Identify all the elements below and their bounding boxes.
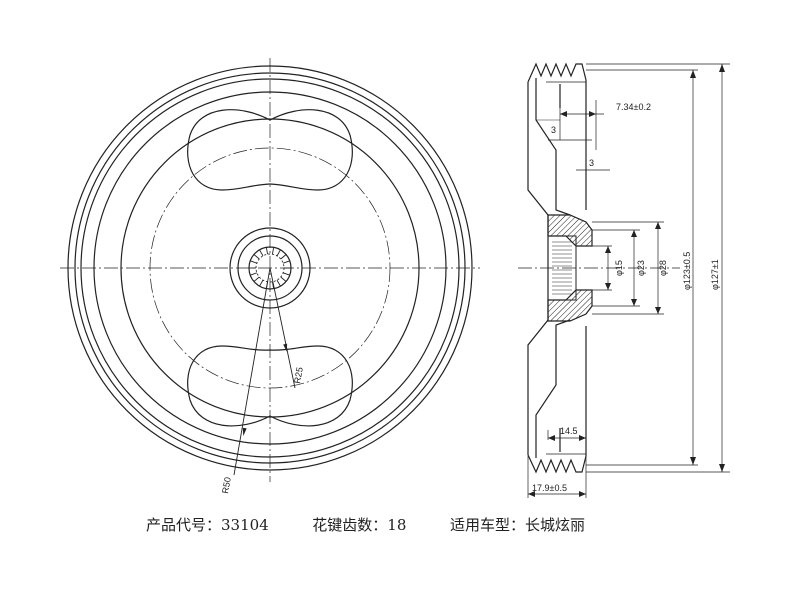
rim-outer-circle xyxy=(67,65,473,471)
rim-circle-2 xyxy=(74,72,466,464)
spline-tooth xyxy=(283,272,290,276)
bottom-rim-grooves xyxy=(527,454,587,474)
spline-tooth xyxy=(271,247,275,255)
section-inner-profile xyxy=(535,78,571,458)
spline-tooth xyxy=(283,260,290,264)
section-outer-profile xyxy=(527,82,549,455)
rim-circle-3 xyxy=(80,78,460,458)
part-caption: 产品代号：33104 花键齿数：18 适用车型：长城炫丽 xyxy=(146,514,585,535)
hub-d28-label: φ28 xyxy=(658,260,668,276)
rim-circle-4 xyxy=(93,91,447,445)
pitch-circle xyxy=(149,147,391,389)
vehicle-model: 适用车型：长城炫丽 xyxy=(449,516,585,534)
total-width-label: 17.9±0.5 xyxy=(532,483,567,493)
dimension-lines xyxy=(527,63,730,498)
web-circle xyxy=(120,118,420,418)
groove-depth-label: 3 xyxy=(589,158,594,168)
spline-tooth xyxy=(280,254,287,260)
part-number: 产品代号：33104 xyxy=(146,516,269,534)
spline-tooth xyxy=(253,276,260,282)
r50-leader xyxy=(233,267,271,476)
spline-tooth xyxy=(250,272,257,276)
r25-leader xyxy=(269,267,296,389)
top-rim-grooves xyxy=(527,62,587,83)
spline-tooth xyxy=(265,247,269,255)
section-view xyxy=(518,62,730,498)
front-view xyxy=(60,58,480,482)
cutout-top xyxy=(187,109,353,191)
spline-tooth xyxy=(280,276,287,282)
hub-section-top xyxy=(547,214,593,247)
groove-offset-label: 7.34±0.2 xyxy=(616,102,651,112)
spline-tooth xyxy=(276,279,281,287)
cutout-bottom xyxy=(187,345,353,427)
spline-tooth xyxy=(271,281,275,289)
diameter-123-label: φ123±0.5 xyxy=(682,252,692,290)
r50-arrow xyxy=(242,427,247,436)
spline-tooth xyxy=(259,279,264,287)
r50-label: R50 xyxy=(220,476,233,494)
hub-width-label: 14.5 xyxy=(560,426,578,436)
hub-outer-circle xyxy=(229,227,311,309)
section-right-profile xyxy=(559,80,587,456)
spline-tooth xyxy=(259,249,264,257)
bore-d15-label: φ15 xyxy=(614,260,624,276)
groove-width-label: 3 xyxy=(551,125,556,135)
dimension-arrows xyxy=(528,64,725,497)
hub-bore-box xyxy=(547,235,577,301)
spline-minor-circle xyxy=(255,253,285,283)
spline-tooth xyxy=(250,260,257,264)
spline-thread-marks xyxy=(552,241,572,295)
hub-inner-circle xyxy=(237,235,303,301)
diameter-127-label: φ127±1 xyxy=(710,259,720,290)
bore-d23-label: φ23 xyxy=(636,260,646,276)
spline-tooth xyxy=(276,249,281,257)
spline-teeth xyxy=(249,247,291,289)
r25-arrow xyxy=(283,343,288,352)
hub-section-bottom xyxy=(547,289,593,322)
spline-teeth-count: 花键齿数：18 xyxy=(312,516,407,534)
spline-tooth xyxy=(253,254,260,260)
r25-label: R25 xyxy=(292,366,305,384)
